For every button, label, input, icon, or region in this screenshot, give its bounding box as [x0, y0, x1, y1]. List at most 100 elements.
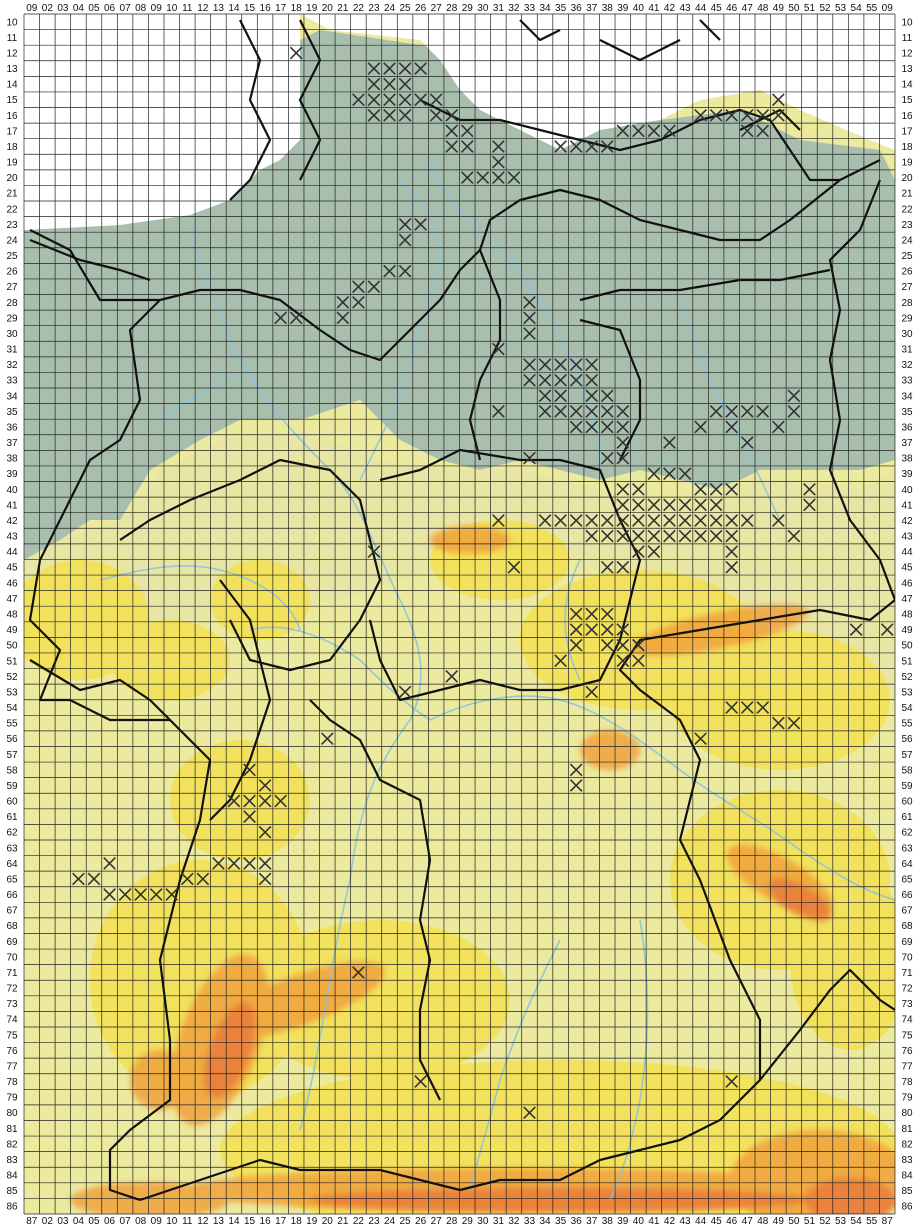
occurrence-mark	[180, 872, 194, 886]
row-label-right: 84	[901, 1171, 913, 1182]
row-label-left: 86	[6, 1202, 18, 1213]
occurrence-mark	[585, 373, 599, 387]
occurrence-mark	[616, 420, 630, 434]
row-label-left: 50	[6, 641, 18, 652]
row-label-right: 53	[901, 687, 913, 698]
row-label-left: 26	[6, 267, 18, 278]
column-label-top: 47	[742, 3, 754, 14]
column-label-top: 26	[415, 3, 427, 14]
occurrence-mark	[772, 108, 785, 122]
occurrence-mark	[725, 701, 739, 714]
occurrence-mark	[554, 514, 567, 527]
row-label-right: 63	[901, 843, 913, 854]
occurrence-mark	[616, 436, 630, 449]
column-label-bottom: 08	[135, 1216, 147, 1226]
ruhr-river	[159, 369, 251, 421]
occurrence-mark	[663, 529, 676, 543]
occurrence-mark	[725, 482, 739, 496]
column-label-bottom: 51	[804, 1216, 816, 1226]
elbe-river	[429, 159, 601, 471]
occurrence-mark	[740, 124, 754, 138]
row-label-left: 39	[6, 469, 18, 480]
column-label-top: 30	[477, 3, 489, 14]
row-label-right: 28	[901, 298, 913, 309]
occurrence-mark	[383, 108, 396, 122]
occurrence-mark	[445, 669, 459, 683]
row-label-right: 47	[901, 594, 913, 605]
row-label-left: 72	[6, 984, 18, 995]
column-label-top: 18	[291, 3, 303, 14]
column-label-top: 36	[571, 3, 583, 14]
column-label-bottom: 19	[306, 1216, 318, 1226]
occurrence-mark	[445, 124, 459, 138]
occurrence-mark	[569, 638, 583, 652]
occurrence-mark	[585, 623, 599, 636]
row-label-left: 41	[6, 500, 18, 511]
column-label-top: 17	[275, 3, 287, 14]
occurrence-mark	[694, 420, 707, 434]
row-label-left: 60	[6, 797, 18, 808]
occurrence-mark	[647, 514, 661, 527]
row-label-right: 52	[901, 672, 913, 683]
row-label-right: 40	[901, 485, 913, 496]
occurrence-mark	[600, 623, 614, 636]
occurrence-mark	[709, 514, 723, 527]
occurrence-mark	[429, 108, 443, 122]
column-label-bottom: 10	[166, 1216, 178, 1226]
occurrence-mark	[616, 623, 630, 636]
occurrence-mark	[118, 888, 132, 901]
occurrence-mark	[414, 1075, 427, 1088]
column-label-bottom: 26	[415, 1216, 427, 1226]
row-label-right: 72	[901, 984, 913, 995]
row-label-left: 73	[6, 999, 18, 1010]
row-label-left: 82	[6, 1139, 18, 1150]
occurrence-mark	[632, 514, 645, 527]
row-label-right: 66	[901, 890, 913, 901]
row-label-left: 68	[6, 921, 18, 932]
occurrence-mark	[725, 420, 739, 434]
occurrence-mark	[507, 171, 521, 184]
occurrence-mark	[725, 545, 739, 559]
occurrence-mark	[367, 280, 381, 294]
occurrence-mark	[569, 358, 583, 372]
occurrence-mark	[523, 1106, 536, 1120]
occurrence-mark	[274, 794, 287, 808]
occurrence-mark	[678, 514, 692, 527]
borders	[28, 19, 895, 1202]
occurrence-mark	[383, 264, 396, 278]
column-label-top: 13	[213, 3, 225, 14]
occurrence-mark	[149, 888, 163, 901]
row-label-left: 63	[6, 843, 18, 854]
row-label-right: 29	[901, 313, 913, 324]
occurrence-mark	[585, 607, 599, 621]
column-label-bottom: 06	[104, 1216, 116, 1226]
row-label-right: 59	[901, 781, 913, 792]
column-label-bottom: 15	[244, 1216, 256, 1226]
occurrence-mark	[772, 93, 785, 107]
occurrence-mark	[538, 389, 552, 403]
row-label-left: 56	[6, 734, 18, 745]
occurrence-mark	[414, 218, 427, 231]
occurrence-mark	[320, 732, 334, 746]
occurrence-mark	[787, 716, 801, 730]
occurrence-mark	[258, 779, 272, 792]
row-label-left: 80	[6, 1108, 18, 1119]
column-label-bottom: 87	[882, 1216, 894, 1226]
row-label-left: 19	[6, 158, 18, 169]
row-label-right: 42	[901, 516, 913, 527]
row-label-right: 11	[902, 33, 913, 44]
row-label-left: 74	[6, 1015, 18, 1026]
occurrence-mark	[678, 467, 692, 481]
row-label-left: 76	[6, 1046, 18, 1057]
column-label-top: 05	[88, 3, 100, 14]
occurrence-mark	[289, 311, 303, 325]
occurrence-mark	[600, 451, 614, 465]
column-label-bottom: 87	[26, 1216, 38, 1226]
column-label-top: 42	[664, 3, 676, 14]
column-label-top: 09	[151, 3, 163, 14]
row-label-left: 55	[6, 719, 18, 730]
occurrence-mark	[429, 93, 443, 107]
occurrence-mark	[740, 405, 754, 418]
occurrence-mark	[725, 514, 739, 527]
row-label-right: 86	[901, 1202, 913, 1213]
